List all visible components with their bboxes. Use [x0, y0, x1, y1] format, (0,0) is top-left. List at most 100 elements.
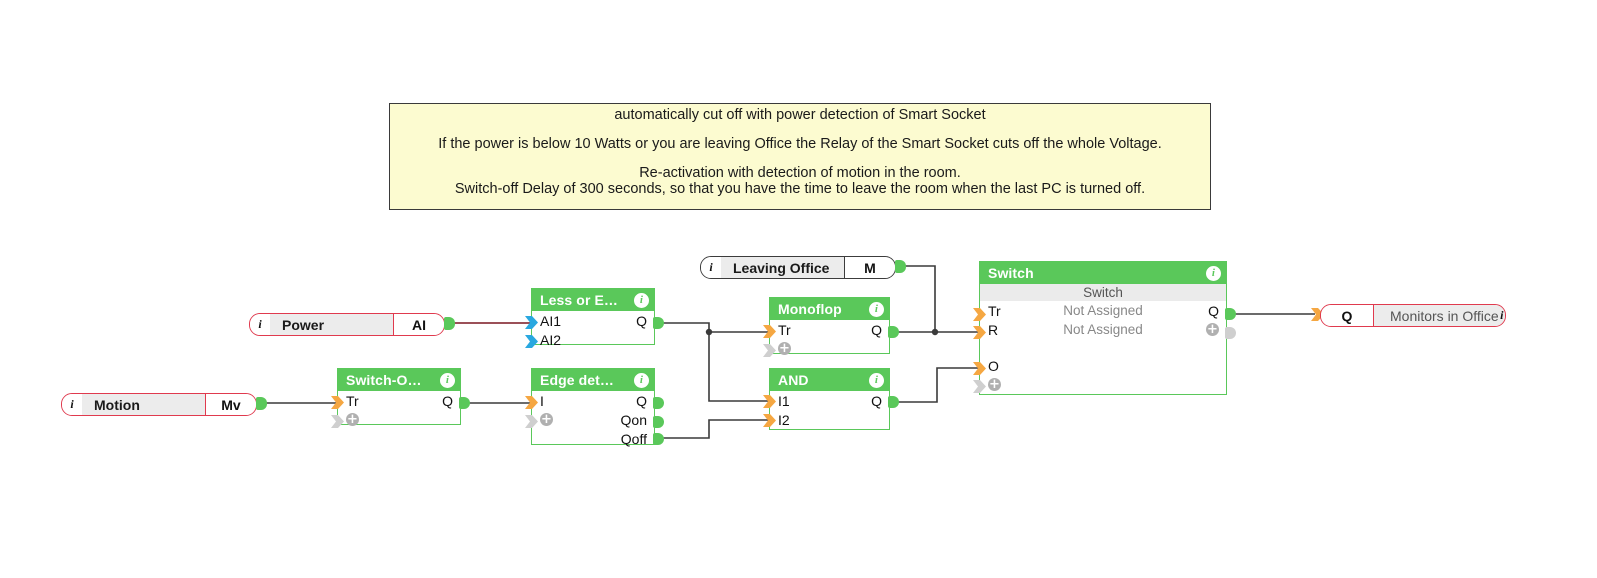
power-output-knob[interactable]: [444, 317, 455, 330]
wire-leavingoffice-to-switch-r: [900, 265, 936, 332]
edge-detection-body: I Q + Qon Qoff: [532, 391, 654, 448]
switch-r-assignment[interactable]: Not Assigned: [1063, 322, 1143, 337]
and-input-i2: I2: [778, 411, 790, 428]
less-or-equal-port-ai1-arrow[interactable]: [525, 316, 538, 329]
and-title: AND: [778, 372, 809, 388]
monoflop-output-q: Q: [871, 321, 882, 338]
block-and[interactable]: AND i I1 Q I2: [769, 368, 890, 430]
switch-output-knob-q[interactable]: [1225, 308, 1236, 320]
motion-port-mv[interactable]: Mv: [205, 394, 256, 415]
monoflop-info-icon[interactable]: i: [869, 301, 884, 317]
block-switch[interactable]: Switch i Switch Tr Not Assigned Q R Not …: [979, 261, 1227, 395]
less-or-equal-info-icon[interactable]: i: [634, 292, 649, 308]
wire-lessorequal-to-monoflop: [657, 322, 769, 333]
switch-port-r-arrow[interactable]: [973, 326, 986, 339]
switch-row-r: R Not Assigned +: [980, 320, 1226, 339]
and-output-knob[interactable]: [888, 396, 899, 408]
power-info-icon[interactable]: i: [250, 314, 270, 335]
less-or-equal-row-ai1: AI1 Q: [532, 311, 654, 330]
io-node-motion[interactable]: i Motion Mv: [61, 393, 257, 416]
and-row-i2: I2: [770, 410, 889, 429]
monoflop-port-tr-arrow[interactable]: [763, 325, 776, 338]
power-label: Power: [270, 314, 393, 335]
less-or-equal-output-knob[interactable]: [653, 317, 664, 329]
comment-line-4: Switch-off Delay of 300 seconds, so that…: [454, 180, 1146, 197]
edge-detection-title: Edge det…: [540, 372, 615, 388]
switch-row-o: O: [980, 356, 1226, 375]
comment-line-3: Re-activation with detection of motion i…: [639, 165, 961, 182]
wire-junction-switch-r: [931, 328, 939, 336]
edge-detection-port-unused-arrow[interactable]: [525, 415, 538, 428]
leaving-office-label: Leaving Office: [721, 257, 844, 278]
less-or-equal-port-ai2-arrow[interactable]: [525, 335, 538, 348]
switch-off-delay-input-tr: Tr: [346, 392, 359, 409]
less-or-equal-header: Less or E… i: [532, 289, 654, 311]
motion-info-icon[interactable]: i: [62, 394, 82, 415]
switch-tr-assignment[interactable]: Not Assigned: [1063, 303, 1143, 318]
and-body: I1 Q I2: [770, 391, 889, 429]
edge-detection-port-i-arrow[interactable]: [525, 396, 538, 409]
less-or-equal-body: AI1 Q AI2: [532, 311, 654, 349]
io-node-power[interactable]: i Power AI: [249, 313, 445, 336]
switch-port-unused-arrow[interactable]: [973, 380, 986, 393]
and-output-q: Q: [871, 392, 882, 409]
switch-port-o-arrow[interactable]: [973, 362, 986, 375]
io-node-monitors-in-office[interactable]: Q Monitors in Office i: [1320, 304, 1506, 327]
switch-off-delay-output-knob[interactable]: [459, 397, 470, 409]
switch-off-delay-port-unused-arrow[interactable]: [331, 415, 344, 428]
monoflop-port-unused-arrow[interactable]: [763, 344, 776, 357]
less-or-equal-output-q: Q: [636, 312, 647, 329]
edge-detection-output-qoff: Qoff: [620, 430, 647, 447]
switch-input-o: O: [988, 357, 999, 374]
monoflop-row-add[interactable]: +: [770, 339, 889, 358]
wire-lessorequal-to-and-i1: [708, 332, 769, 402]
monoflop-add-icon[interactable]: +: [778, 341, 791, 356]
edge-detection-add-icon[interactable]: +: [540, 412, 553, 427]
motion-output-knob[interactable]: [256, 397, 267, 410]
monitors-info-icon[interactable]: i: [1498, 305, 1505, 326]
switch-port-tr-arrow[interactable]: [973, 308, 986, 321]
and-info-icon[interactable]: i: [869, 372, 884, 388]
leaving-office-output-knob[interactable]: [895, 260, 906, 273]
switch-off-delay-port-tr-arrow[interactable]: [331, 396, 344, 409]
monoflop-output-knob[interactable]: [888, 326, 899, 338]
block-edge-detection[interactable]: Edge det… i I Q + Qon Qoff: [531, 368, 655, 448]
comment-gap-1: [390, 123, 1210, 137]
leaving-office-port-m[interactable]: M: [844, 257, 895, 278]
wire-and-to-switch-o: [894, 367, 980, 403]
edge-detection-input-i: I: [540, 392, 544, 409]
switch-output-knob-unused[interactable]: [1225, 327, 1236, 339]
power-port-ai[interactable]: AI: [393, 314, 444, 335]
switch-off-delay-info-icon[interactable]: i: [440, 372, 455, 388]
edge-detection-output-knob-qon[interactable]: [653, 416, 664, 428]
switch-output-q: Q: [1208, 302, 1219, 319]
block-switch-off-delay[interactable]: Switch-O… i Tr Q +: [337, 368, 461, 426]
switch-off-delay-row-tr: Tr Q: [338, 391, 460, 410]
leaving-office-info-icon[interactable]: i: [701, 257, 721, 278]
switch-off-delay-header: Switch-O… i: [338, 369, 460, 391]
switch-row-add[interactable]: +: [980, 375, 1226, 394]
edge-detection-output-knob-q[interactable]: [653, 397, 664, 409]
switch-off-delay-add-icon[interactable]: +: [346, 412, 359, 427]
block-less-or-equal[interactable]: Less or E… i AI1 Q AI2: [531, 288, 655, 348]
less-or-equal-row-ai2: AI2: [532, 330, 654, 349]
edge-detection-output-knob-qoff[interactable]: [653, 433, 664, 445]
monoflop-header: Monoflop i: [770, 298, 889, 320]
switch-add-icon[interactable]: +: [988, 377, 1001, 392]
switch-info-icon[interactable]: i: [1206, 265, 1221, 281]
io-node-leaving-office[interactable]: i Leaving Office M: [700, 256, 896, 279]
less-or-equal-input-ai1: AI1: [540, 312, 562, 329]
monoflop-row-tr: Tr Q: [770, 320, 889, 339]
and-port-i1-arrow[interactable]: [763, 395, 776, 408]
edge-detection-output-q: Q: [636, 392, 647, 409]
block-monoflop[interactable]: Monoflop i Tr Q +: [769, 297, 890, 355]
and-port-i2-arrow[interactable]: [763, 414, 776, 427]
switch-body: Switch Tr Not Assigned Q R Not Assigned …: [980, 284, 1226, 394]
switch-output-add-icon[interactable]: +: [1206, 322, 1219, 337]
monitors-port-q[interactable]: Q: [1321, 305, 1374, 326]
switch-off-delay-row-add[interactable]: +: [338, 410, 460, 429]
switch-header: Switch i: [980, 262, 1226, 284]
edge-detection-info-icon[interactable]: i: [634, 372, 649, 388]
comment-line-1: automatically cut off with power detecti…: [614, 107, 986, 123]
switch-off-delay-body: Tr Q +: [338, 391, 460, 429]
